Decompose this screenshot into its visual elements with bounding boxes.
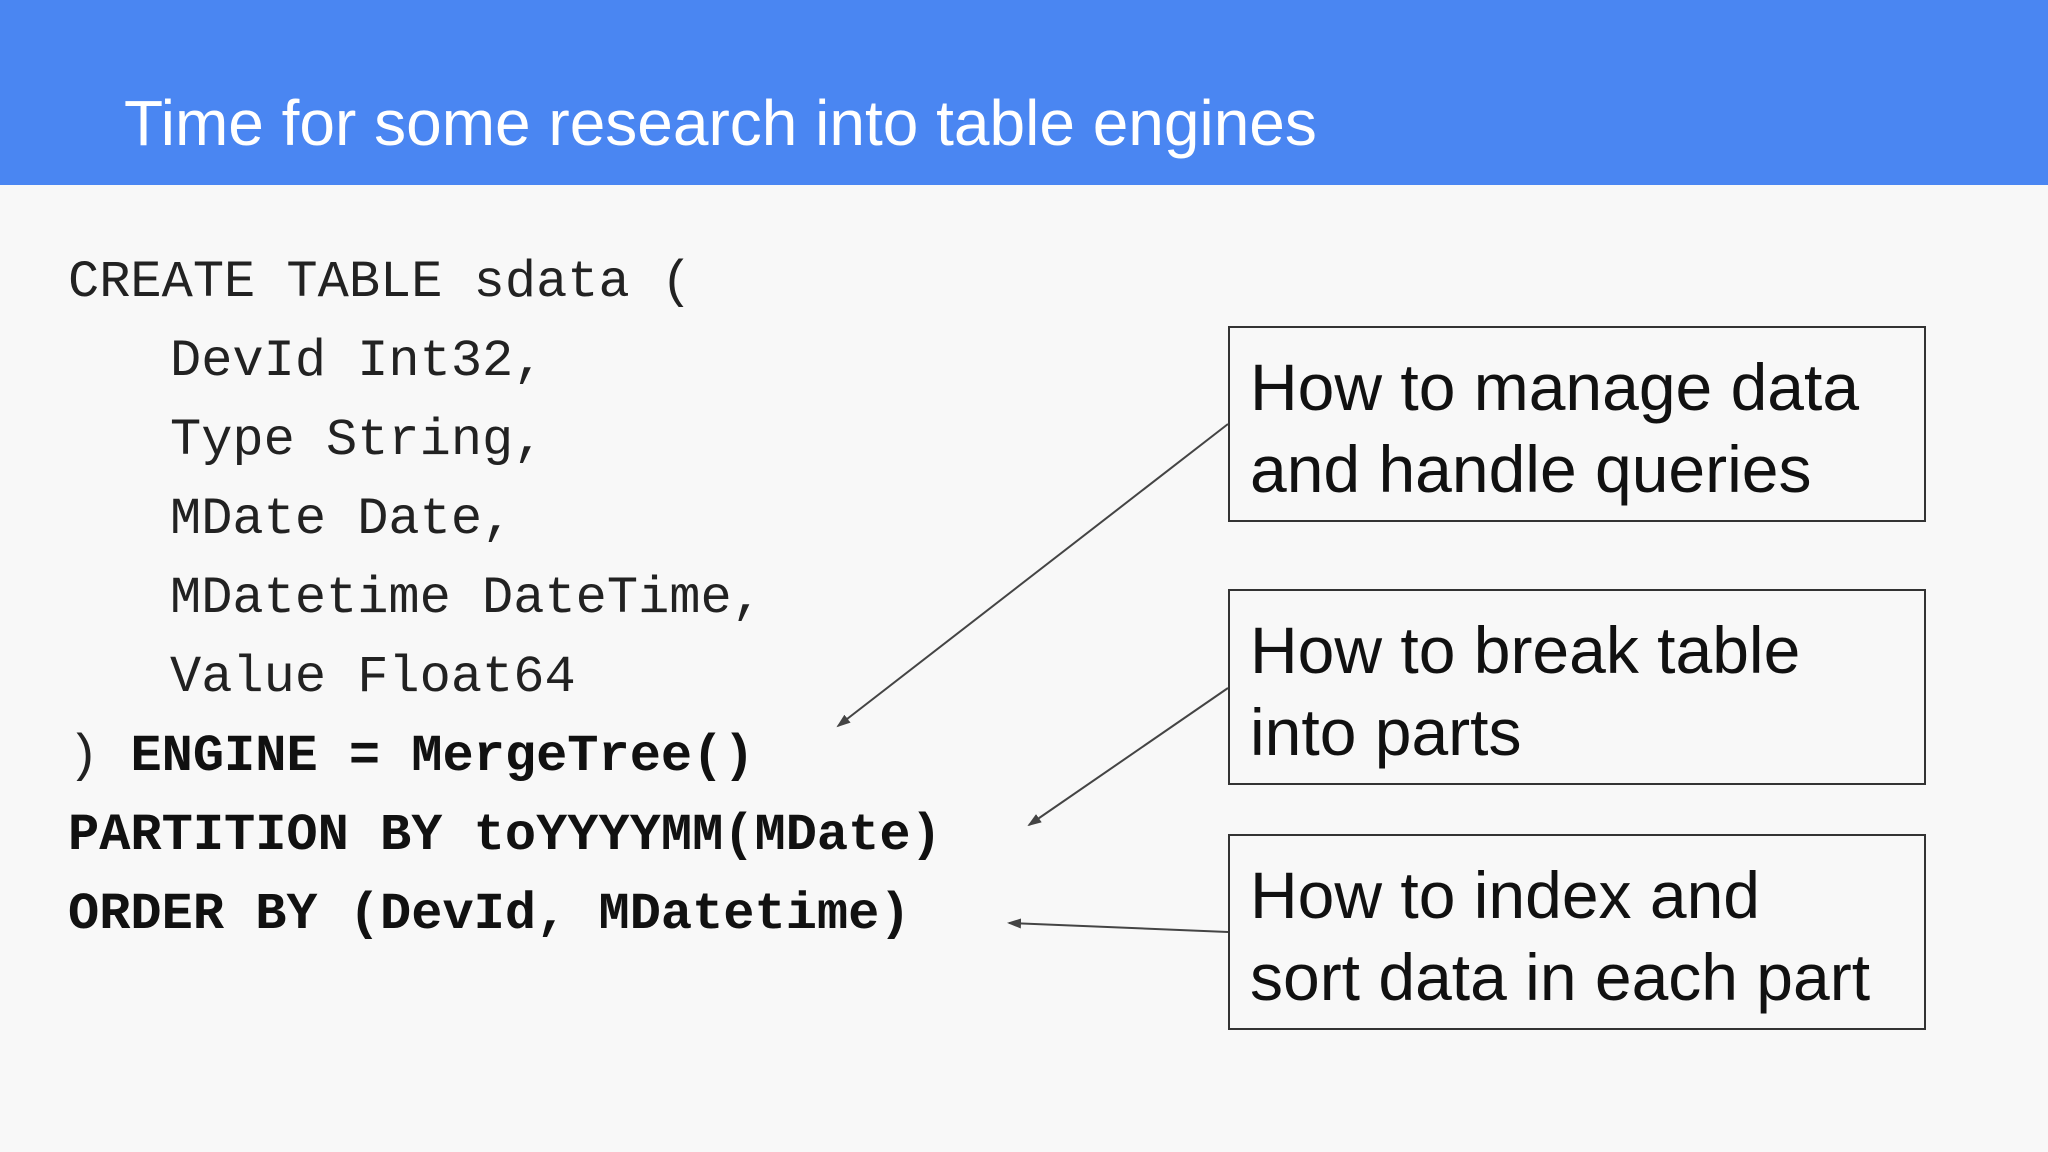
- callout-partition-line2: into parts: [1250, 695, 1522, 769]
- callout-order-line2: sort data in each part: [1250, 940, 1871, 1014]
- code-line-devid: DevId Int32,: [170, 332, 545, 391]
- callout-text-order: How to index and sort data in each part: [1250, 854, 1870, 1018]
- callout-box-partition: How to break table into parts: [1228, 589, 1926, 785]
- code-line-engine: ) ENGINE = MergeTree(): [68, 722, 755, 792]
- callout-engine-line1: How to manage data: [1250, 350, 1860, 424]
- callout-engine-line2: and handle queries: [1250, 432, 1812, 506]
- slide-title: Time for some research into table engine…: [124, 87, 1317, 159]
- slide-header: Time for some research into table engine…: [0, 0, 2048, 185]
- code-line-type: Type String,: [170, 411, 545, 470]
- code-line-order-by: ORDER BY (DevId, MDatetime): [68, 885, 911, 944]
- callout-text-engine: How to manage data and handle queries: [1250, 346, 1859, 510]
- code-line-mdate: MDate Date,: [170, 490, 514, 549]
- callout-box-order: How to index and sort data in each part: [1228, 834, 1926, 1030]
- callout-text-partition: How to break table into parts: [1250, 609, 1800, 773]
- closing-paren: ): [68, 727, 100, 786]
- code-line-value: Value Float64: [170, 648, 576, 707]
- callout-partition-line1: How to break table: [1250, 613, 1801, 687]
- code-block: CREATE TABLE sdata ( DevId Int32, Type S…: [68, 0, 1068, 1152]
- code-line-create-table: CREATE TABLE sdata (: [68, 253, 693, 312]
- engine-clause: ENGINE = MergeTree(): [130, 727, 755, 786]
- code-line-mdatetime: MDatetime DateTime,: [170, 569, 763, 628]
- callout-box-engine: How to manage data and handle queries: [1228, 326, 1926, 522]
- callout-order-line1: How to index and: [1250, 858, 1760, 932]
- code-line-partition-by: PARTITION BY toYYYYMM(MDate): [68, 806, 942, 865]
